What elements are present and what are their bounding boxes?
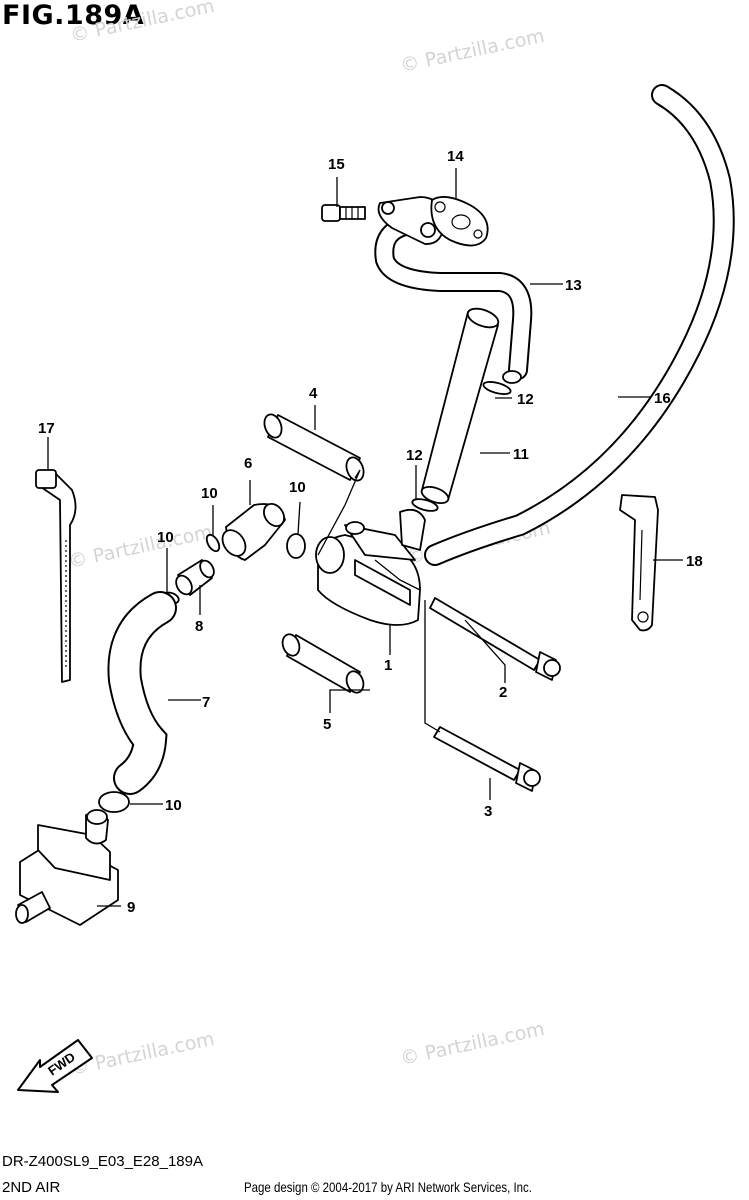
fwd-arrow: FWD [17, 1039, 93, 1093]
part-2-bolt [429, 597, 561, 681]
part-8-joint [175, 559, 215, 596]
callout-11: 11 [513, 446, 529, 463]
part-5-cap [281, 633, 365, 694]
part-14-gasket [430, 196, 489, 247]
part-17-band [35, 469, 77, 683]
callout-18: 18 [686, 553, 703, 570]
watermark-text: © Partzilla.com [68, 1028, 216, 1080]
leader-lines [47, 168, 683, 907]
callout-17: 17 [38, 420, 55, 437]
callout-3: 3 [484, 803, 492, 820]
part-7-hose [107, 591, 177, 795]
part-1-valve [315, 508, 426, 626]
callout-12: 12 [406, 447, 423, 464]
diagram-name: 2ND AIR [2, 1179, 61, 1196]
watermark-text: © Partzilla.com [68, 0, 216, 47]
part-3-bolt [433, 726, 541, 792]
callout-10: 10 [201, 485, 218, 502]
callout-2: 2 [499, 684, 507, 701]
copyright-credit: Page design © 2004-2017 by ARI Network S… [244, 1179, 532, 1195]
part-15-bolt [321, 204, 366, 222]
watermark-text: © Partzilla.com [398, 1018, 546, 1070]
callout-6: 6 [244, 455, 252, 472]
callout-10: 10 [165, 797, 182, 814]
callout-4: 4 [309, 385, 318, 402]
callout-16: 16 [654, 390, 671, 407]
part-11-hose [420, 307, 500, 505]
callout-1: 1 [384, 657, 392, 674]
part-12-clamp [482, 381, 512, 395]
diagram-code: DR-Z400SL9_E03_E28_189A [2, 1153, 203, 1170]
part-10-clamp [205, 533, 221, 553]
callout-labels: 1 2 3 4 5 6 7 8 9 10 10 10 10 11 12 12 1… [38, 148, 703, 916]
part-6-elbow [221, 502, 286, 561]
callout-10: 10 [157, 529, 174, 546]
part-12-clamp [411, 498, 439, 512]
callout-15: 15 [328, 156, 345, 173]
callout-7: 7 [202, 694, 210, 711]
part-13-pipe [374, 196, 533, 384]
callout-14: 14 [447, 148, 464, 165]
part-10-clamp [98, 791, 130, 813]
part-4-cap [263, 413, 365, 482]
callout-8: 8 [195, 618, 203, 635]
part-9-filter [15, 809, 119, 926]
callout-9: 9 [127, 899, 135, 916]
part-10-clamp [286, 533, 306, 559]
watermark-text: © Partzilla.com [398, 25, 546, 77]
callout-12: 12 [517, 391, 534, 408]
part-16-hose [424, 84, 735, 566]
figure-title: FIG.189A [2, 0, 145, 31]
callout-10: 10 [289, 479, 306, 496]
callout-13: 13 [565, 277, 582, 294]
callout-5: 5 [323, 716, 331, 733]
part-18-bracket [619, 494, 659, 632]
